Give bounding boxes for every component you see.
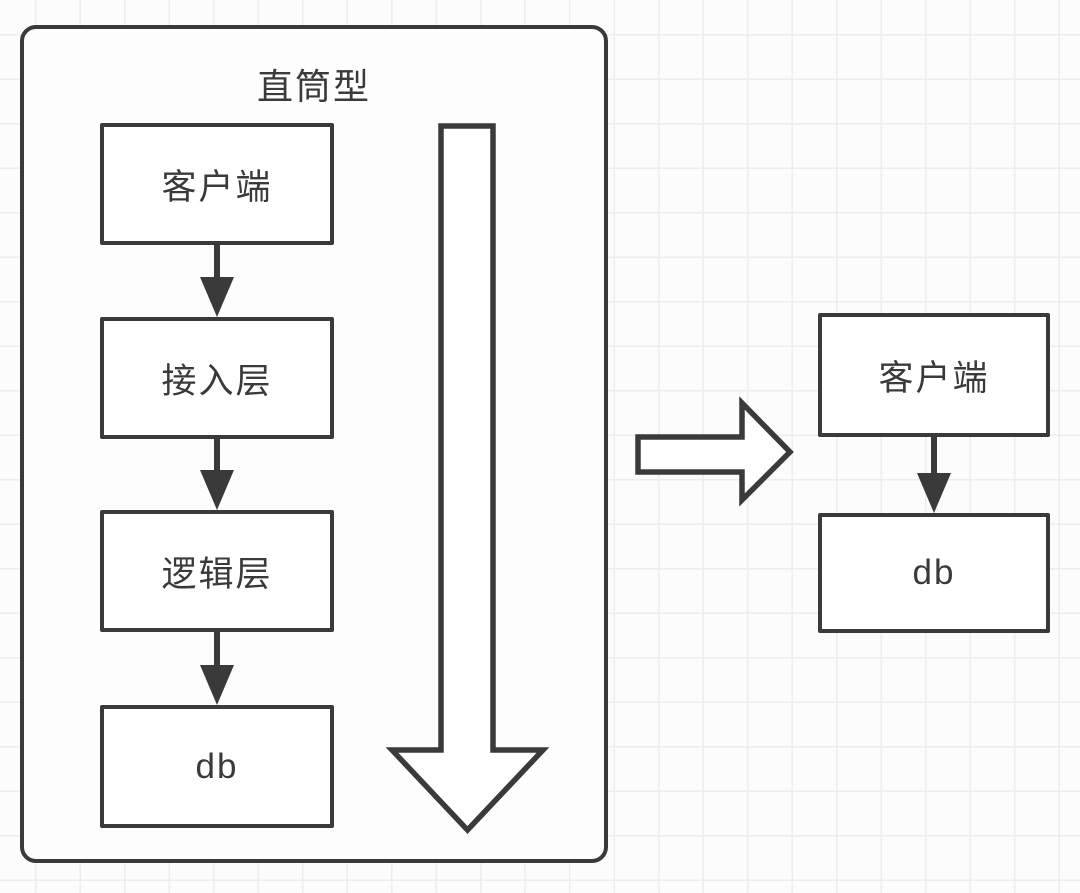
arrow-head	[200, 470, 234, 510]
arrow-head	[917, 473, 951, 513]
arrow-shaft	[214, 245, 220, 277]
node-access-layer-label: 接入层	[161, 361, 273, 401]
big-hollow-right-arrow-icon	[635, 396, 794, 507]
node-logic-layer: 逻辑层	[100, 510, 334, 632]
node-client: 客户端	[100, 123, 334, 245]
arrow-head	[200, 277, 234, 317]
node-db: db	[818, 513, 1050, 633]
arrow-shaft	[214, 632, 220, 665]
down-arrow-icon	[200, 245, 234, 317]
arrow-head	[200, 665, 234, 705]
big-hollow-down-arrow-icon	[385, 123, 550, 835]
frame-title: 直筒型	[256, 66, 371, 107]
node-db-label: db	[195, 746, 239, 786]
node-db: db	[100, 705, 334, 828]
down-arrow-icon	[200, 439, 234, 510]
down-arrow-icon	[200, 632, 234, 705]
arrow-shaft	[931, 437, 937, 473]
node-logic-layer-label: 逻辑层	[161, 554, 273, 594]
node-access-layer: 接入层	[100, 317, 334, 439]
arrow-shaft	[214, 439, 220, 470]
node-db-label: db	[912, 553, 956, 592]
down-arrow-icon	[917, 437, 951, 513]
node-client-label: 客户端	[161, 167, 273, 207]
node-client: 客户端	[818, 313, 1050, 437]
node-client-label: 客户端	[878, 358, 990, 398]
